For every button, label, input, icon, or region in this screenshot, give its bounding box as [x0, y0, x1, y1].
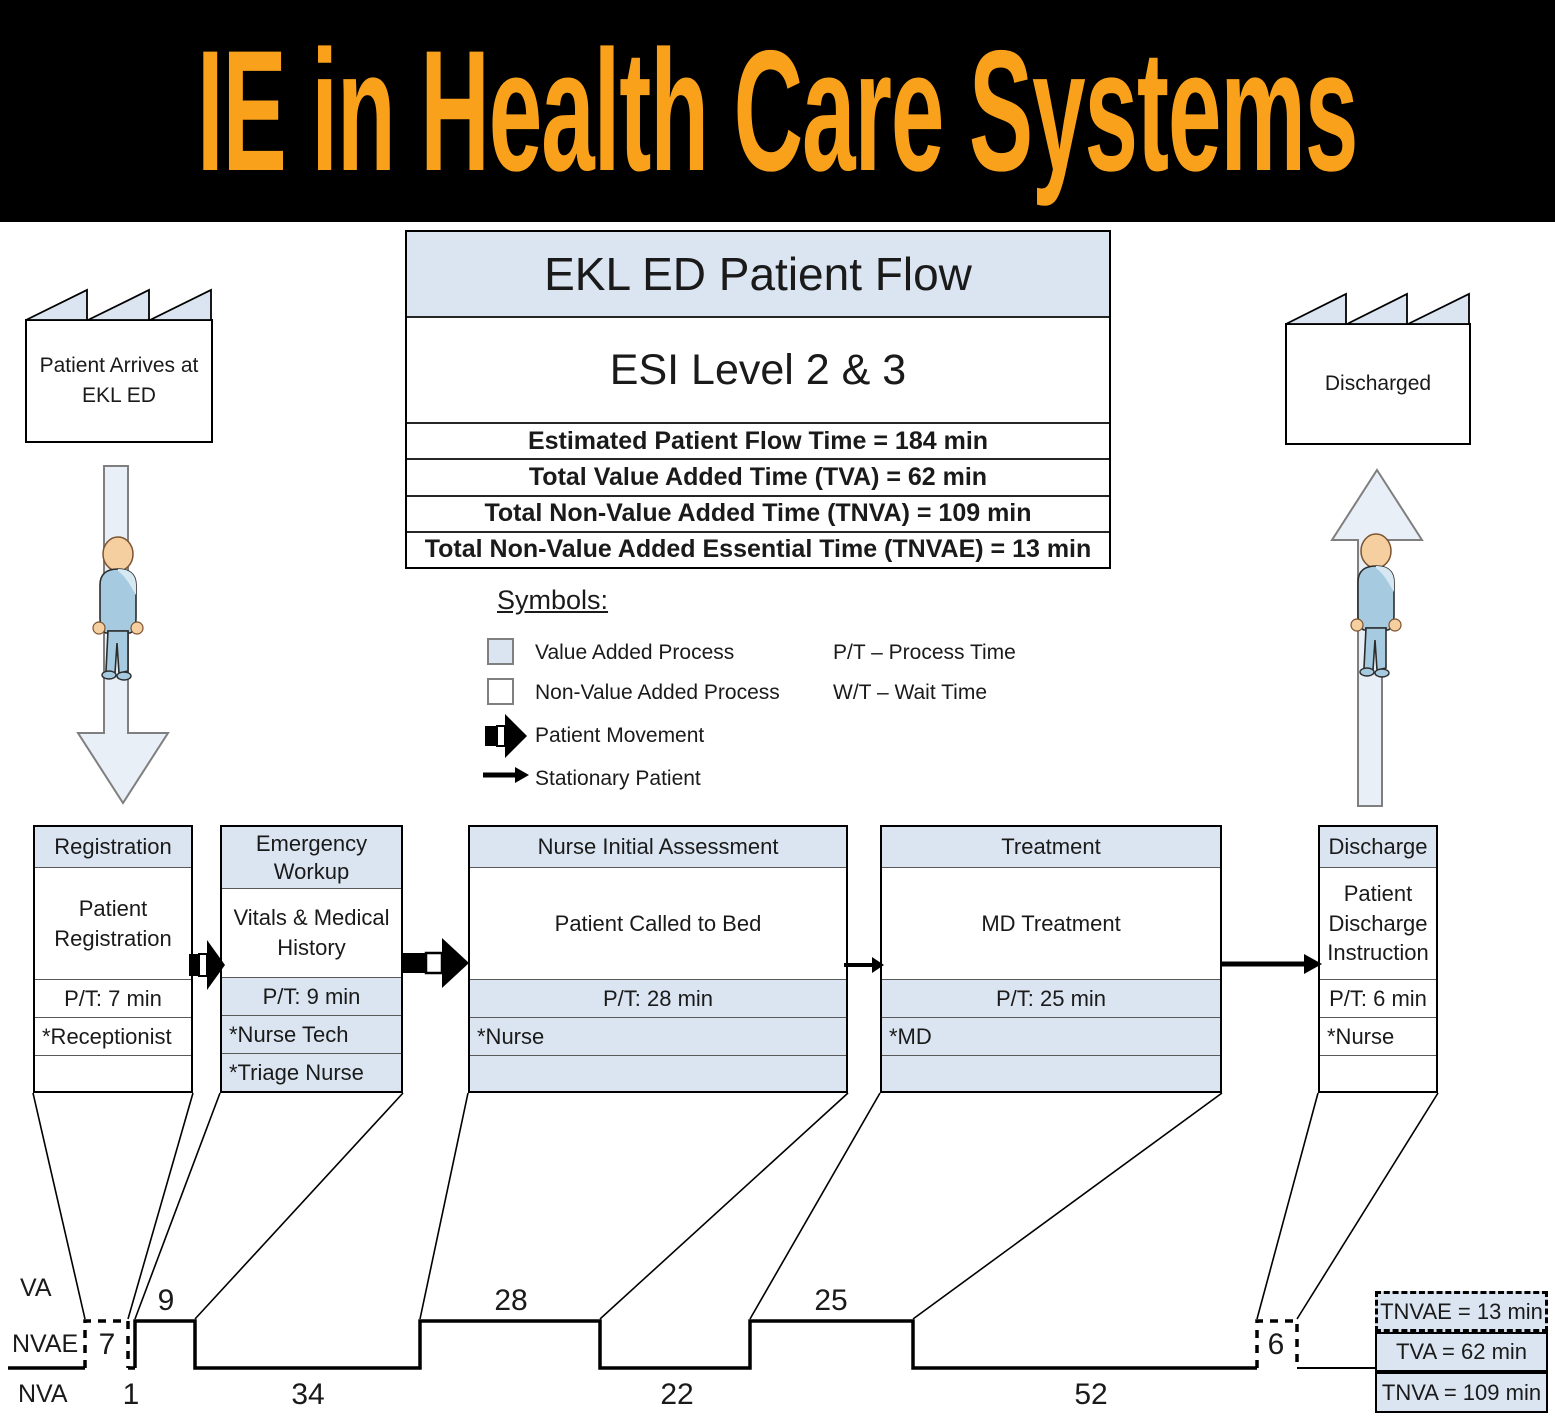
- factory-roof-icon: [25, 288, 212, 321]
- title-box-subtitle: ESI Level 2 & 3: [407, 316, 1109, 422]
- timeline-value-nva-34: 34: [291, 1378, 325, 1411]
- total-tva: TVA = 62 min: [1375, 1332, 1548, 1372]
- abbreviation-wait-time: W/T – Wait Time: [833, 681, 988, 704]
- process-box-treatment: Treatment MD Treatment P/T: 25 min *MD: [880, 825, 1222, 1093]
- process-body: Patient Registration: [35, 867, 191, 979]
- stat-tnva: Total Non-Value Added Time (TNVA) = 109 …: [407, 494, 1109, 531]
- patient-icon: [92, 536, 144, 681]
- patient-movement-arrow: [402, 938, 469, 988]
- timeline-value-nvae-6: 6: [1267, 1328, 1285, 1361]
- value-added-swatch: [487, 638, 514, 665]
- process-box-nurse-initial-assessment: Nurse Initial Assessment Patient Called …: [468, 825, 848, 1093]
- start-node-label: Patient Arrives at EKL ED: [25, 319, 213, 443]
- process-staff: *Triage Nurse: [222, 1053, 401, 1091]
- patient-movement-arrow: [189, 940, 225, 990]
- patient-icon: [1350, 533, 1402, 678]
- total-tnva: TNVA = 109 min: [1375, 1372, 1548, 1413]
- timeline-value-nva-22: 22: [660, 1378, 694, 1411]
- process-box-discharge: Discharge Patient Discharge Instruction …: [1318, 825, 1438, 1093]
- process-empty-row: [35, 1055, 191, 1091]
- stat-tnvae: Total Non-Value Added Essential Time (TN…: [407, 530, 1109, 567]
- stat-tva: Total Value Added Time (TVA) = 62 min: [407, 458, 1109, 494]
- process-empty-row: [470, 1055, 846, 1091]
- legend-label-non-value-added: Non-Value Added Process: [535, 681, 780, 704]
- process-header: Treatment: [882, 827, 1220, 867]
- nvae-segment-discharge: [1255, 1319, 1299, 1368]
- process-empty-row: [882, 1055, 1220, 1091]
- timeline-value-va-28: 28: [494, 1284, 528, 1317]
- banner: IE in Health Care Systems: [0, 0, 1555, 222]
- title-box: EKL ED Patient Flow ESI Level 2 & 3 Esti…: [405, 230, 1111, 569]
- stationary-patient-arrow: [1220, 954, 1322, 974]
- total-tnvae: TNVAE = 13 min: [1375, 1291, 1548, 1332]
- non-value-added-swatch: [487, 678, 514, 705]
- process-staff: *MD: [882, 1017, 1220, 1055]
- stationary-patient-arrow-icon: [483, 767, 529, 783]
- legend-label-value-added: Value Added Process: [535, 641, 735, 664]
- timeline-level-va: VA: [20, 1274, 52, 1302]
- process-body: Vitals & Medical History: [222, 888, 401, 977]
- timeline-value-va-25: 25: [814, 1284, 848, 1317]
- process-empty-row: [1320, 1055, 1436, 1091]
- factory-roof-icon: [1285, 292, 1470, 325]
- legend-heading: Symbols:: [497, 585, 609, 615]
- start-node: Patient Arrives at EKL ED: [25, 288, 213, 443]
- timeline-value-nva-1: 1: [122, 1378, 140, 1411]
- process-body: Patient Called to Bed: [470, 867, 846, 979]
- process-box-emergency-workup: Emergency Workup Vitals & Medical Histor…: [220, 825, 403, 1093]
- legend-label-stationary-patient: Stationary Patient: [535, 767, 701, 790]
- process-time: P/T: 6 min: [1320, 979, 1436, 1017]
- timeline-value-nvae-7: 7: [98, 1328, 116, 1361]
- process-header: Discharge: [1320, 827, 1436, 867]
- process-staff: *Receptionist: [35, 1017, 191, 1055]
- process-header: Emergency Workup: [222, 827, 401, 888]
- stationary-patient-arrow: [844, 957, 884, 973]
- process-header: Registration: [35, 827, 191, 867]
- timeline-level-nvae: NVAE: [12, 1330, 79, 1358]
- process-header: Nurse Initial Assessment: [470, 827, 846, 867]
- timeline-steps: [8, 1319, 1380, 1370]
- end-node-label: Discharged: [1285, 323, 1471, 445]
- process-body: Patient Discharge Instruction: [1320, 867, 1436, 979]
- process-body: MD Treatment: [882, 867, 1220, 979]
- process-box-registration: Registration Patient Registration P/T: 7…: [33, 825, 193, 1093]
- process-time: P/T: 7 min: [35, 979, 191, 1017]
- abbreviation-process-time: P/T – Process Time: [833, 641, 1016, 664]
- stat-flow-time: Estimated Patient Flow Time = 184 min: [407, 422, 1109, 458]
- page-title: IE in Health Care Systems: [197, 15, 1359, 207]
- timeline-value-nva-52: 52: [1074, 1378, 1108, 1411]
- title-box-header: EKL ED Patient Flow: [407, 232, 1109, 316]
- timeline-level-nva: NVA: [18, 1380, 68, 1408]
- end-node: Discharged: [1285, 292, 1471, 445]
- process-time: P/T: 9 min: [222, 977, 401, 1015]
- timeline-value-va-9: 9: [157, 1284, 175, 1317]
- process-time: P/T: 28 min: [470, 979, 846, 1017]
- process-staff: *Nurse Tech: [222, 1015, 401, 1053]
- patient-movement-arrow-icon: [485, 714, 527, 758]
- legend-label-patient-movement: Patient Movement: [535, 724, 705, 747]
- process-time: P/T: 25 min: [882, 979, 1220, 1017]
- connector-lines: [32, 1092, 1439, 1320]
- process-staff: *Nurse: [470, 1017, 846, 1055]
- process-staff: *Nurse: [1320, 1017, 1436, 1055]
